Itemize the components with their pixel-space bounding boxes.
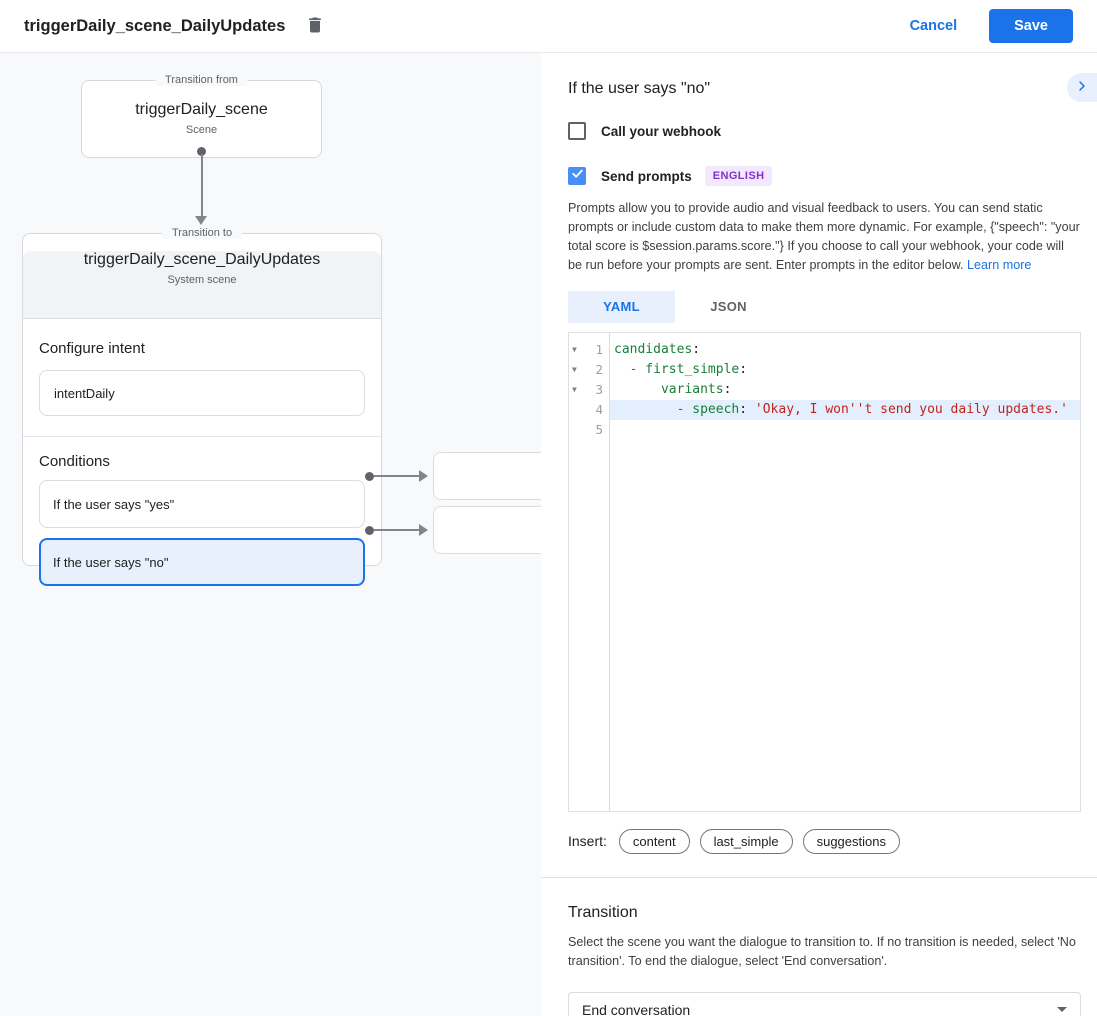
- insert-label: Insert:: [568, 833, 607, 850]
- delete-scene-button[interactable]: [305, 14, 325, 39]
- fold-arrow-icon[interactable]: ▼: [572, 344, 577, 354]
- trash-icon: [305, 14, 325, 39]
- prompts-description-text: Prompts allow you to provide audio and v…: [568, 201, 1080, 273]
- tab-json[interactable]: JSON: [710, 299, 747, 315]
- insert-chip-last-simple[interactable]: last_simple: [699, 828, 793, 854]
- condition-item-no[interactable]: If the user says "no": [39, 538, 365, 586]
- fold-arrow-icon[interactable]: ▼: [572, 384, 577, 394]
- condition-yes-target-node[interactable]: [433, 452, 541, 500]
- language-badge: ENGLISH: [704, 166, 773, 186]
- flow-connector-arrowhead: [195, 216, 207, 225]
- fold-arrow-icon[interactable]: ▼: [572, 364, 577, 374]
- to-scene-header: triggerDaily_scene_DailyUpdates System s…: [23, 251, 381, 319]
- page-title: triggerDaily_scene_DailyUpdates: [24, 16, 286, 35]
- condition-no-connector: [365, 524, 429, 536]
- code-line: candidates:: [614, 341, 701, 357]
- transition-description: Select the scene you want the dialogue t…: [568, 934, 1076, 968]
- dropdown-caret-icon: [1057, 1007, 1067, 1013]
- insert-chip-suggestions[interactable]: suggestions: [802, 828, 900, 854]
- editor-gutter: ▼ 1 ▼ 2 ▼ 3 4 5: [569, 332, 610, 811]
- webhook-label: Call your webhook: [601, 123, 722, 139]
- webhook-row: Call your webhook: [568, 122, 1081, 140]
- configure-intent-section: Configure intent intentDaily: [23, 319, 381, 437]
- send-prompts-checkbox[interactable]: [568, 167, 586, 185]
- checkmark-icon: [571, 167, 584, 185]
- line-number: 4: [595, 401, 603, 417]
- condition-detail-panel: If the user says "no" Call your webhook …: [541, 53, 1097, 1016]
- transition-to-label: Transition to: [161, 227, 243, 239]
- flow-connector-dot: [197, 147, 206, 156]
- condition-item-yes[interactable]: If the user says "yes": [39, 480, 365, 528]
- from-scene-subtitle: Scene: [185, 124, 218, 136]
- transition-section: Transition Select the scene you want the…: [568, 878, 1081, 1016]
- top-bar: triggerDaily_scene_DailyUpdates Cancel S…: [0, 0, 1097, 53]
- insert-chip-content[interactable]: content: [618, 828, 690, 854]
- transition-from-label: Transition from: [155, 74, 248, 86]
- from-scene-title: triggerDaily_scene: [135, 101, 268, 118]
- line-number: 5: [595, 421, 603, 437]
- transition-dropdown[interactable]: End conversation: [568, 991, 1081, 1016]
- line-number: 1: [595, 341, 603, 357]
- to-scene-subtitle: System scene: [167, 274, 237, 286]
- conditions-label: Conditions: [39, 453, 110, 470]
- send-prompts-row: Send prompts ENGLISH: [568, 166, 1081, 186]
- panel-title: If the user says "no": [568, 80, 711, 97]
- insert-row: Insert: content last_simple suggestions: [568, 828, 1081, 854]
- editor-format-tabs: YAML JSON: [568, 290, 1081, 323]
- cancel-button[interactable]: Cancel: [909, 18, 958, 34]
- save-button[interactable]: Save: [989, 9, 1073, 43]
- configure-intent-label: Configure intent: [39, 340, 145, 357]
- tab-yaml[interactable]: YAML: [568, 290, 675, 323]
- condition-yes-connector: [365, 470, 429, 482]
- to-scene-title: triggerDaily_scene_DailyUpdates: [83, 251, 321, 268]
- section-divider: [541, 876, 1097, 878]
- code-line: [610, 420, 1080, 440]
- transition-dropdown-value: End conversation: [582, 1001, 691, 1016]
- topbar-actions: Cancel Save: [910, 9, 1073, 43]
- code-line-active: - speech: 'Okay, I won''t send you daily…: [610, 399, 1080, 420]
- collapse-panel-button[interactable]: [1067, 73, 1097, 102]
- line-number: 2: [595, 361, 603, 377]
- conditions-section: Conditions If the user says "yes" If the…: [23, 437, 381, 598]
- chevron-right-icon: [1076, 80, 1088, 95]
- intent-field[interactable]: intentDaily: [39, 370, 365, 416]
- transition-to-node[interactable]: Transition to triggerDaily_scene_DailyUp…: [22, 227, 382, 586]
- prompts-description: Prompts allow you to provide audio and v…: [568, 199, 1081, 276]
- code-line: variants:: [614, 381, 732, 397]
- editor-code-area[interactable]: candidates: - first_simple: variants: - …: [610, 333, 1080, 811]
- webhook-checkbox[interactable]: [568, 122, 586, 140]
- flow-connector-line: [200, 154, 203, 216]
- transition-title: Transition: [568, 903, 638, 921]
- scene-flow-canvas: Transition from triggerDaily_scene Scene…: [0, 53, 541, 1016]
- send-prompts-label: Send prompts: [601, 168, 692, 184]
- code-line: - first_simple:: [614, 361, 748, 377]
- line-number: 3: [595, 381, 603, 397]
- transition-from-node[interactable]: Transition from triggerDaily_scene Scene: [81, 74, 322, 158]
- learn-more-link[interactable]: Learn more: [967, 258, 1032, 273]
- prompt-code-editor[interactable]: ▼ 1 ▼ 2 ▼ 3 4 5 candidates: - first_simple:…: [568, 331, 1081, 812]
- condition-no-target-node[interactable]: [433, 506, 541, 554]
